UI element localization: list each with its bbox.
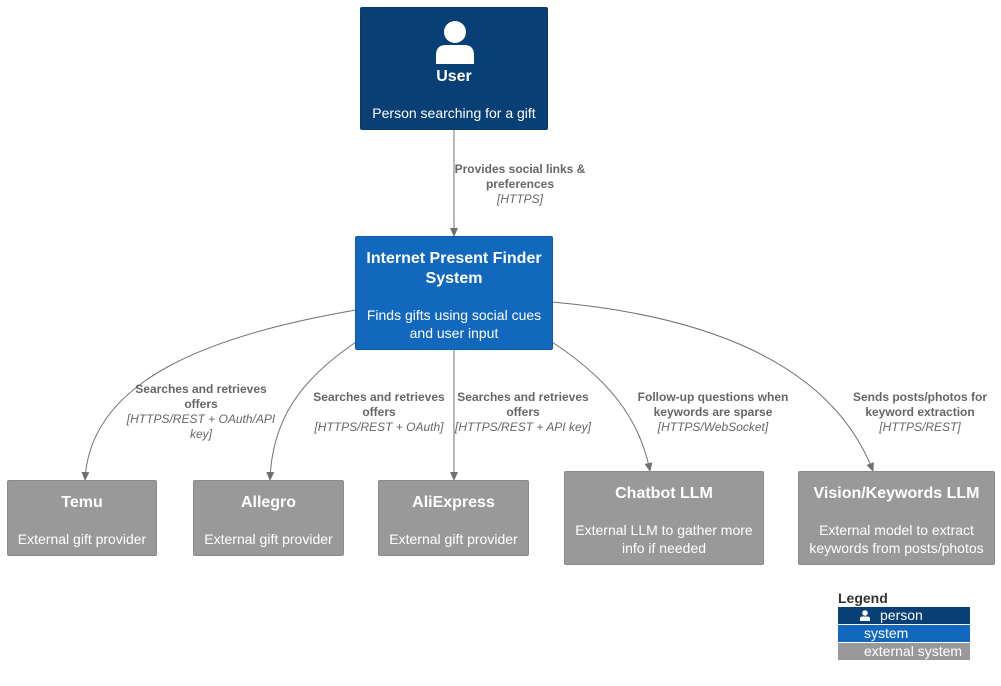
edge-label-system-chatbot: Follow-up questions when keywords are sp…: [633, 390, 793, 435]
edge-system-temu-tech: [HTTPS/REST + OAuth/API key]: [126, 412, 276, 441]
edge-system-vision-tech: [HTTPS/REST]: [879, 420, 961, 434]
node-user-description: Person searching for a gift: [372, 105, 536, 121]
node-allegro[interactable]: Allegro External gift provider: [193, 480, 344, 556]
edge-user-system-text: Provides social links & preferences: [454, 162, 586, 191]
node-vision-title: Vision/Keywords LLM: [813, 485, 980, 502]
edge-system-to-chatbot: [551, 341, 653, 472]
node-vision-description: External model to extract keywords from …: [809, 522, 984, 556]
edge-label-system-vision: Sends posts/photos for keyword extractio…: [845, 390, 995, 435]
edge-system-chatbot-tech: [HTTPS/WebSocket]: [657, 420, 769, 434]
edge-system-allegro-tech: [HTTPS/REST + OAuth]: [314, 420, 444, 434]
edge-user-system-tech: [HTTPS]: [496, 192, 543, 206]
edge-system-vision-text: Sends posts/photos for keyword extractio…: [852, 390, 987, 419]
legend-item-external-system: external system: [838, 643, 970, 660]
edge-system-aliexpress-text: Searches and retrieves offers: [457, 390, 589, 419]
legend-title: Legend: [838, 590, 888, 606]
node-allegro-description: External gift provider: [204, 531, 333, 547]
edge-label-system-aliexpress: Searches and retrieves offers [HTTPS/RES…: [453, 390, 593, 435]
node-chatbot-title: Chatbot LLM: [615, 485, 713, 502]
node-chatbot-llm[interactable]: Chatbot LLM External LLM to gather more …: [564, 471, 764, 565]
edge-system-chatbot-text: Follow-up questions when keywords are sp…: [637, 390, 789, 419]
person-icon: [436, 21, 474, 64]
node-temu[interactable]: Temu External gift provider: [7, 480, 157, 556]
edge-label-system-allegro: Searches and retrieves offers [HTTPS/RES…: [309, 390, 449, 435]
node-aliexpress[interactable]: AliExpress External gift provider: [378, 480, 529, 556]
node-system-description: Finds gifts using social cues and user i…: [366, 307, 542, 341]
legend-external-label: external system: [864, 643, 963, 659]
node-user[interactable]: User Person searching for a gift: [360, 7, 548, 130]
node-chatbot-description: External LLM to gather more info if need…: [575, 522, 753, 556]
legend-item-person: person: [838, 607, 970, 624]
legend-person-label: person: [880, 607, 923, 623]
edge-label-user-system: Provides social links & preferences [HTT…: [450, 162, 590, 207]
node-temu-title: Temu: [61, 494, 103, 511]
node-allegro-title: Allegro: [240, 494, 297, 511]
edge-label-system-temu: Searches and retrieves offers [HTTPS/RES…: [121, 382, 281, 442]
node-vision-llm[interactable]: Vision/Keywords LLM External model to ex…: [798, 471, 995, 565]
node-system[interactable]: Internet Present Finder System Finds gif…: [355, 236, 553, 350]
legend-system-label: system: [864, 625, 909, 641]
legend-item-system: system: [838, 625, 970, 642]
node-temu-description: External gift provider: [17, 531, 147, 547]
legend-person-icon: [860, 610, 870, 621]
edge-system-aliexpress-tech: [HTTPS/REST + API key]: [455, 420, 591, 434]
edge-system-to-vision: [551, 301, 874, 472]
node-aliexpress-description: External gift provider: [389, 531, 518, 547]
edge-system-to-allegro: [266, 341, 357, 481]
node-aliexpress-title: AliExpress: [412, 494, 495, 511]
edge-system-to-temu: [81, 309, 357, 481]
node-system-title: Internet Present Finder System: [366, 250, 542, 287]
node-user-title: User: [436, 68, 472, 85]
edge-system-temu-text: Searches and retrieves offers: [135, 382, 267, 411]
edge-system-allegro-text: Searches and retrieves offers: [313, 390, 445, 419]
